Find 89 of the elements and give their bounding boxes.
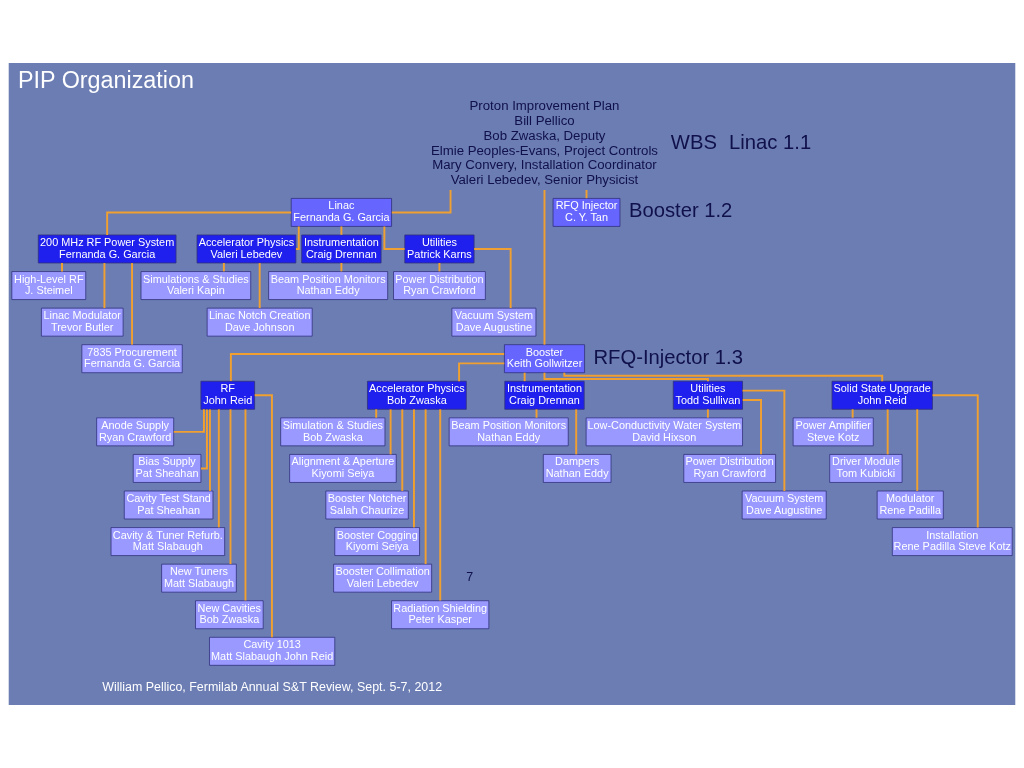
node-box: Linac Modulator Trevor Butler — [41, 307, 124, 337]
connector — [106, 211, 293, 236]
diagram-title: PIP Organization — [18, 66, 194, 93]
node-box: Power Distribution Ryan Crawford — [393, 271, 486, 300]
node-box: Booster Cogging Kiyomi Seiya — [334, 527, 420, 556]
node-box: New Tuners Matt Slabaugh — [161, 563, 237, 593]
connector — [741, 398, 762, 456]
node-box: Cavity 1013 Matt Slabaugh John Reid — [209, 636, 336, 666]
node-box: Booster Keith Gollwitzer — [504, 344, 585, 374]
node-box: 200 MHz RF Power System Fernanda G. Garcia — [37, 234, 177, 264]
node-box: Radiation Shielding Peter Kasper — [391, 600, 490, 630]
connector — [61, 262, 63, 273]
connector — [222, 262, 225, 273]
connector — [217, 408, 220, 529]
node-box: Beam Position Monitors Nathan Eddy — [268, 271, 389, 300]
node-box: 7835 Procurement Fernanda G. Garcia — [81, 344, 183, 374]
node-box: Booster Notcher Salah Chaurize — [325, 490, 409, 520]
node-box: Solid State Upgrade John Reid — [831, 380, 933, 410]
connector — [458, 362, 506, 383]
node-box: Linac Fernanda G. Garcia — [290, 198, 392, 227]
node-box: High-Level RF J. Steimel — [11, 271, 87, 300]
node-box: New Cavities Bob Zwaska — [195, 600, 264, 630]
connector — [258, 262, 261, 310]
node-box: Dampers Nathan Eddy — [542, 454, 612, 483]
connector — [412, 408, 415, 529]
label: 7 — [466, 570, 474, 585]
label: Linac 1.1 — [729, 130, 812, 153]
connector — [229, 408, 232, 566]
connector — [253, 394, 273, 639]
node-box: Cavity Test Stand Pat Sheahan — [123, 490, 214, 520]
node-box: Booster Collimation Valeri Lebedev — [333, 563, 433, 593]
node-box: Accelerator Physics Bob Zwaska — [367, 380, 467, 410]
connector — [383, 225, 406, 250]
connector — [390, 189, 452, 214]
connector — [340, 225, 343, 236]
connector — [741, 389, 786, 492]
node-box: Simulation & Studies Bob Zwaska — [280, 417, 386, 447]
node-box: Vacuum System Dave Augustine — [741, 490, 827, 520]
connector — [401, 408, 404, 492]
node-box: Instrumentation Craig Drennan — [504, 380, 585, 410]
connector — [886, 408, 889, 456]
node-box: Anode Supply Ryan Crawford — [96, 417, 175, 447]
connector — [375, 408, 378, 419]
node-box: RFQ Injector C. Y. Tan — [552, 198, 621, 227]
connector — [295, 225, 300, 250]
connector — [172, 408, 205, 433]
node-box: Beam Position Monitors Nathan Eddy — [448, 417, 569, 447]
node-box: Vacuum System Dave Augustine — [451, 307, 537, 337]
label: Booster 1.2 — [628, 199, 733, 222]
node-box: Simulations & Studies Valeri Kapin — [140, 271, 252, 300]
node-box: Bias Supply Pat Sheahan — [132, 454, 202, 483]
node-text: Proton Improvement Plan Bill Pellico Bob Zwaska, Deputy Elmie Peoples-Evans, Project Controls Mary Convery, Installation Coordinator Valeri Lebedev, Senior Physicist — [430, 98, 658, 188]
connector — [523, 371, 526, 383]
node-box: Instrumentation Craig Drennan — [301, 234, 382, 264]
node-box: Cavity & Tuner Refurb. Matt Slabaugh — [110, 527, 226, 556]
connector — [424, 408, 427, 566]
connector — [229, 353, 506, 383]
node-box: Alignment & Aperture Kiyomi Seiya — [289, 454, 397, 483]
connector — [131, 262, 134, 346]
node-box: RF John Reid — [200, 380, 255, 410]
caption: William Pellico, Fermilab Annual S&T Review, Sept. 5-7, 2012 — [102, 679, 443, 694]
connector — [916, 408, 919, 492]
label: RFQ-Injector 1.3 — [593, 345, 743, 368]
label: WBS — [670, 130, 717, 153]
connector — [543, 189, 546, 346]
node-box: Driver Module Tom Kubicki — [829, 454, 903, 483]
node-box: Accelerator Physics Valeri Lebedev — [196, 234, 297, 264]
connector — [438, 262, 441, 273]
connector — [575, 408, 578, 456]
connector — [439, 408, 442, 602]
connector — [340, 262, 343, 273]
node-box: Modulator Rene Padilla — [876, 490, 944, 520]
connector — [103, 262, 106, 310]
node-box: Installation Rene Padilla Steve Kotz — [891, 527, 1013, 556]
connector — [209, 408, 211, 492]
connector — [931, 394, 979, 529]
node-box: Low-Conductivity Water System David Hixson — [585, 417, 743, 447]
node-box: Power Distribution Ryan Crawford — [683, 454, 776, 483]
node-box: Utilities Todd Sullivan — [672, 380, 743, 410]
node-box: Power Amplifier Steve Kotz — [792, 417, 874, 447]
connector — [200, 408, 208, 470]
connector — [543, 371, 709, 383]
node-box: Utilities Patrick Karns — [404, 234, 475, 264]
connector — [851, 408, 854, 419]
connector — [244, 408, 247, 602]
connector — [473, 248, 512, 309]
connector — [706, 408, 709, 419]
node-box: Linac Notch Creation Dave Johnson — [206, 307, 313, 337]
connector — [389, 408, 392, 456]
